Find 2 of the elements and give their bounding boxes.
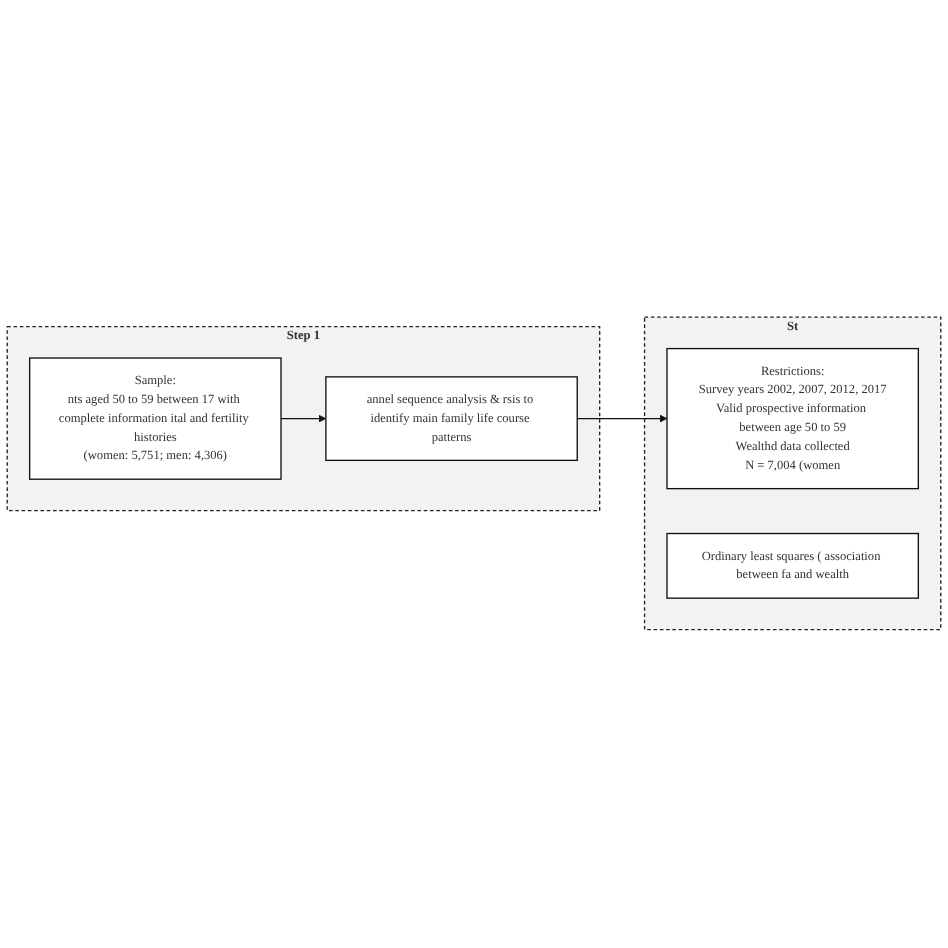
arrow (576, 415, 668, 424)
arrow (280, 415, 327, 424)
